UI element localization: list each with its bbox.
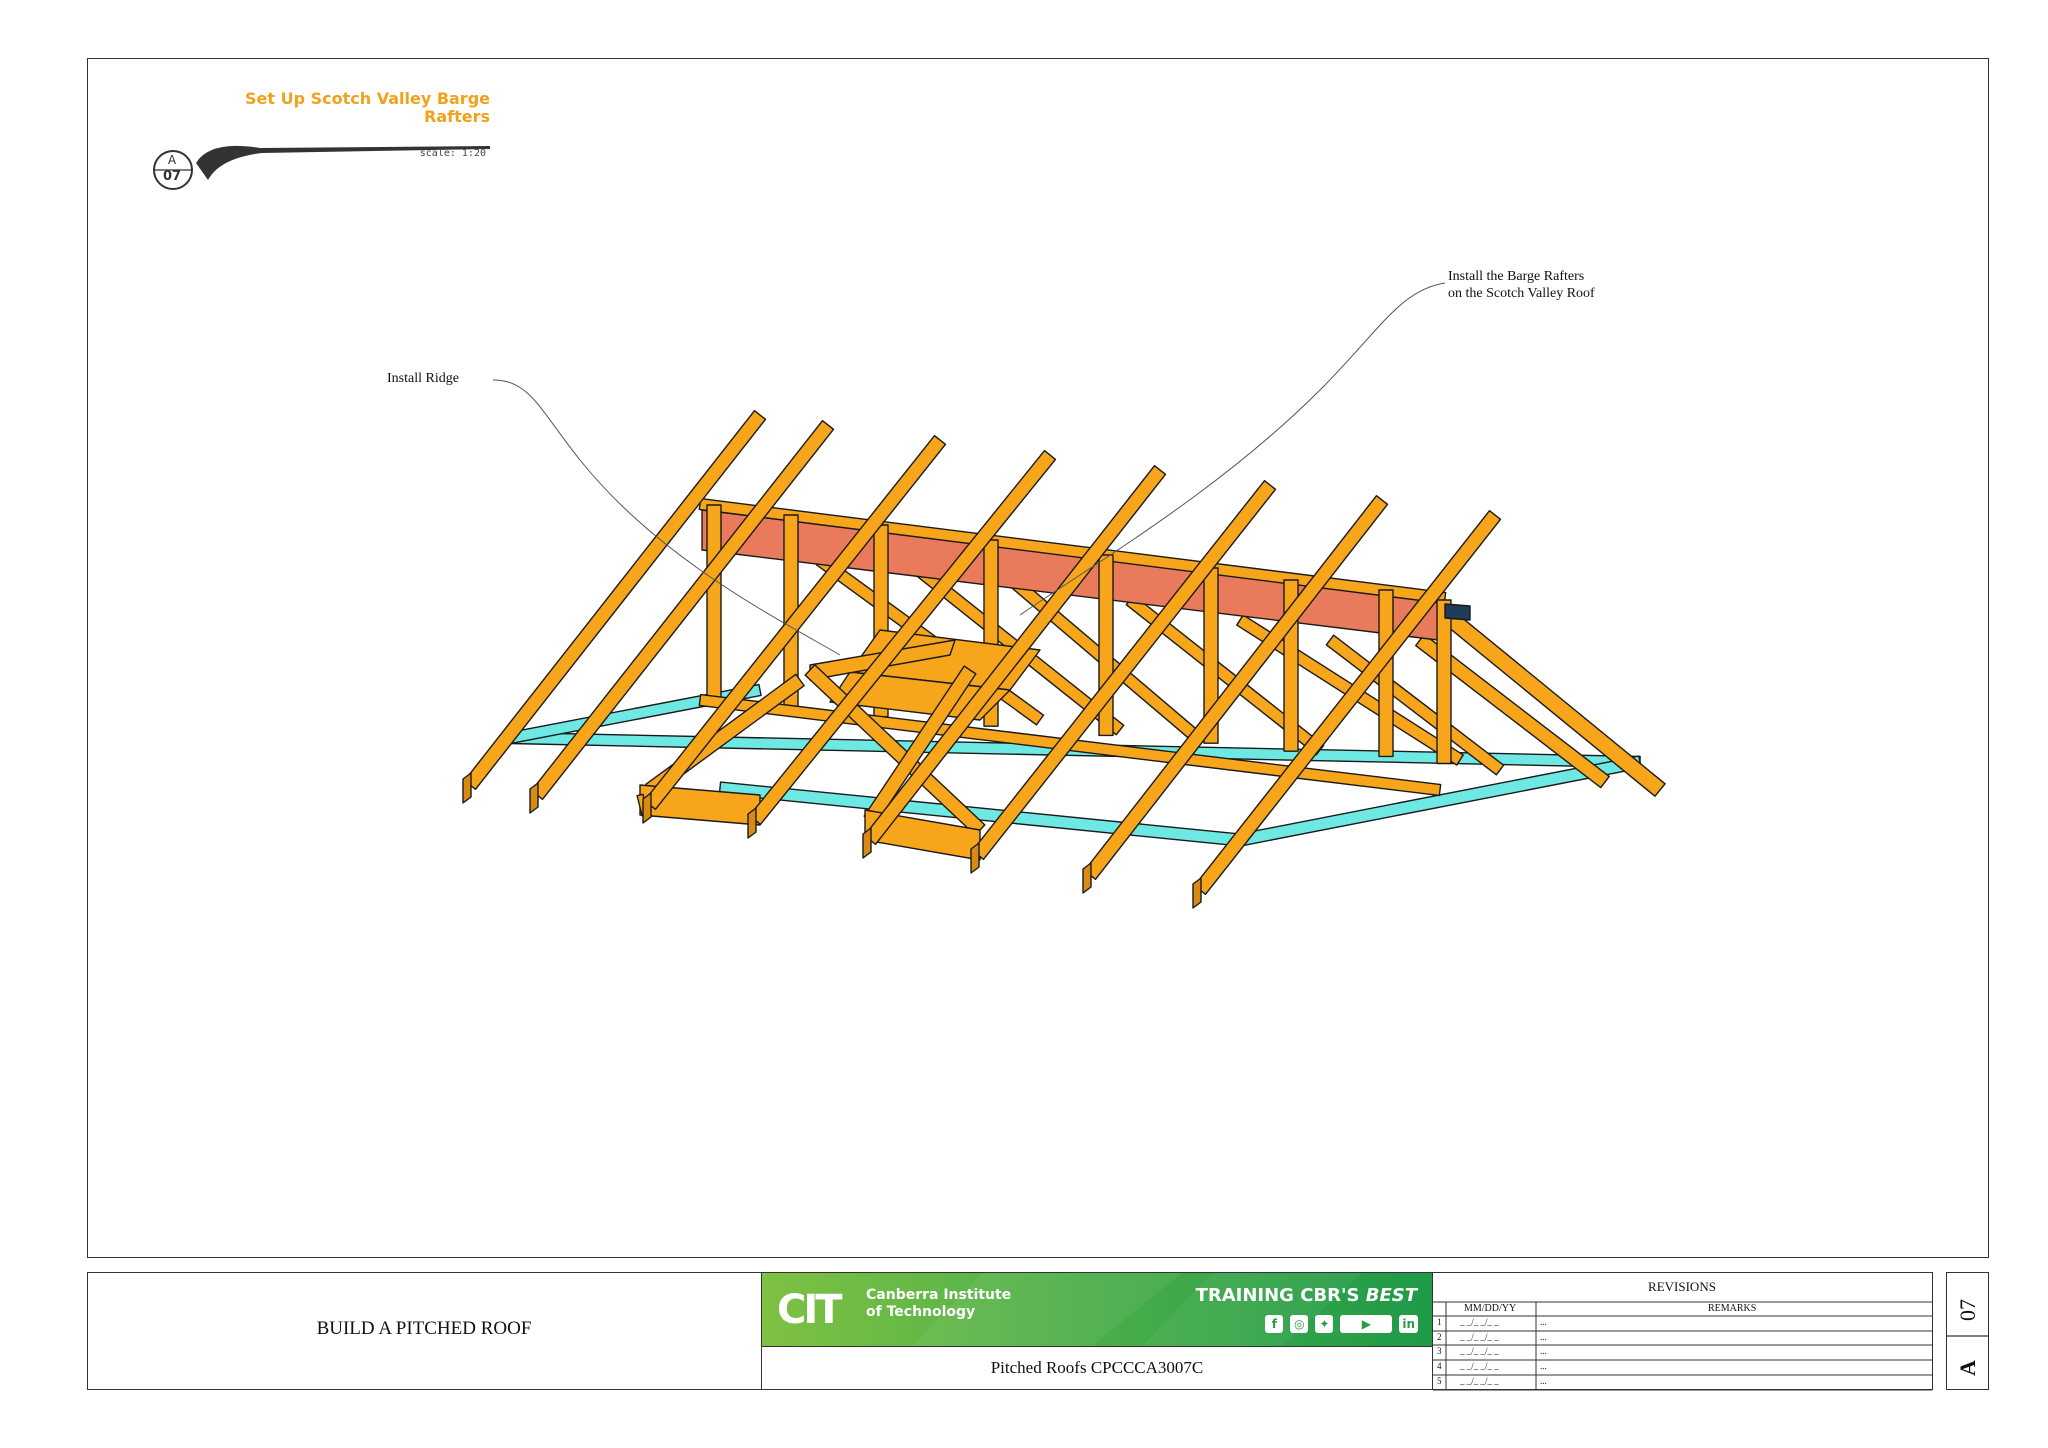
revisions-date-header: MM/DD/YY bbox=[1464, 1303, 1517, 1314]
revision-n: 5 bbox=[1437, 1376, 1442, 1386]
rafter-end bbox=[1082, 862, 1092, 894]
revision-date: _ _/_ _/_ _ bbox=[1460, 1376, 1499, 1386]
rafter-end bbox=[862, 827, 872, 859]
revision-remarks: ... bbox=[1540, 1317, 1547, 1327]
revision-remarks: ... bbox=[1540, 1332, 1547, 1342]
ridge-post bbox=[1436, 599, 1452, 765]
leader-install-ridge bbox=[492, 379, 841, 656]
slogan: TRAINING CBR'S BEST bbox=[1196, 1285, 1417, 1306]
front-block bbox=[864, 809, 981, 861]
course-code: Pitched Roofs CPCCCA3007C bbox=[990, 1358, 1204, 1377]
sheet-number: 07 bbox=[1946, 1290, 1989, 1330]
institute-name: Canberra Institute of Technology bbox=[866, 1287, 1012, 1320]
cit-logo: CIT bbox=[777, 1287, 843, 1333]
callout-letter: A bbox=[167, 153, 177, 167]
youtube-icon[interactable]: ▶ bbox=[1340, 1315, 1393, 1333]
revision-date: _ _/_ _/_ _ bbox=[1460, 1346, 1499, 1356]
slogan-emphasis: BEST bbox=[1365, 1285, 1417, 1306]
revisions-remarks-header: REMARKS bbox=[1708, 1303, 1757, 1314]
revision-n: 1 bbox=[1437, 1317, 1442, 1327]
revision-n: 3 bbox=[1437, 1346, 1442, 1356]
rafter-end bbox=[462, 772, 472, 804]
sheet-id-box bbox=[1946, 1272, 1989, 1390]
social-icons: f ◎ ✦ ▶ in bbox=[1265, 1315, 1418, 1333]
instagram-icon[interactable]: ◎ bbox=[1290, 1315, 1309, 1333]
banner-pattern bbox=[912, 1273, 1362, 1346]
scale-label: scale: 1:20 bbox=[419, 148, 486, 159]
view-title: Set Up Scotch Valley Barge Rafters bbox=[244, 89, 490, 126]
rafter-end bbox=[970, 842, 980, 874]
revision-n: 4 bbox=[1437, 1361, 1442, 1371]
cit-banner: CIT Canberra Institute of Technology TRA… bbox=[762, 1273, 1432, 1346]
leader-barge-rafters bbox=[1019, 282, 1446, 616]
rafter-end bbox=[747, 807, 757, 839]
twitter-icon[interactable]: ✦ bbox=[1315, 1315, 1334, 1333]
project-name: BUILD A PITCHED ROOF bbox=[316, 1318, 532, 1339]
revision-date: _ _/_ _/_ _ bbox=[1460, 1332, 1499, 1342]
revision-n: 2 bbox=[1437, 1332, 1442, 1342]
drawing-border bbox=[87, 58, 1989, 1258]
rafter-end bbox=[642, 792, 652, 824]
annotation-install-ridge: Install Ridge bbox=[387, 371, 459, 386]
annotation-barge-rafters: Install the Barge Rafters on the Scotch … bbox=[1448, 269, 1595, 301]
revision-date: _ _/_ _/_ _ bbox=[1460, 1317, 1499, 1327]
ridge-post bbox=[1378, 589, 1394, 758]
callout-number: 07 bbox=[162, 169, 182, 184]
sheet-letter: A bbox=[1946, 1348, 1989, 1388]
facebook-icon[interactable]: f bbox=[1265, 1315, 1284, 1333]
roof-framing-drawing bbox=[462, 282, 1666, 909]
banner-separator bbox=[762, 1346, 1432, 1347]
title-block-divider bbox=[1432, 1272, 1433, 1390]
rafter-end bbox=[529, 782, 539, 814]
title-block-divider bbox=[761, 1272, 762, 1390]
rafter-end bbox=[1192, 877, 1202, 909]
revision-remarks: ... bbox=[1540, 1346, 1547, 1356]
slogan-prefix: TRAINING CBR'S bbox=[1195, 1285, 1366, 1306]
sheet-number-text: 07 bbox=[1954, 1299, 1980, 1321]
sheet-letter-text: A bbox=[1954, 1360, 1980, 1376]
revision-date: _ _/_ _/_ _ bbox=[1460, 1361, 1499, 1371]
end-block bbox=[1444, 603, 1471, 621]
revision-remarks: ... bbox=[1540, 1376, 1547, 1386]
linkedin-icon[interactable]: in bbox=[1399, 1315, 1418, 1333]
revision-remarks: ... bbox=[1540, 1361, 1547, 1371]
revisions-title: REVISIONS bbox=[1648, 1279, 1716, 1294]
title-block bbox=[87, 1272, 1933, 1390]
